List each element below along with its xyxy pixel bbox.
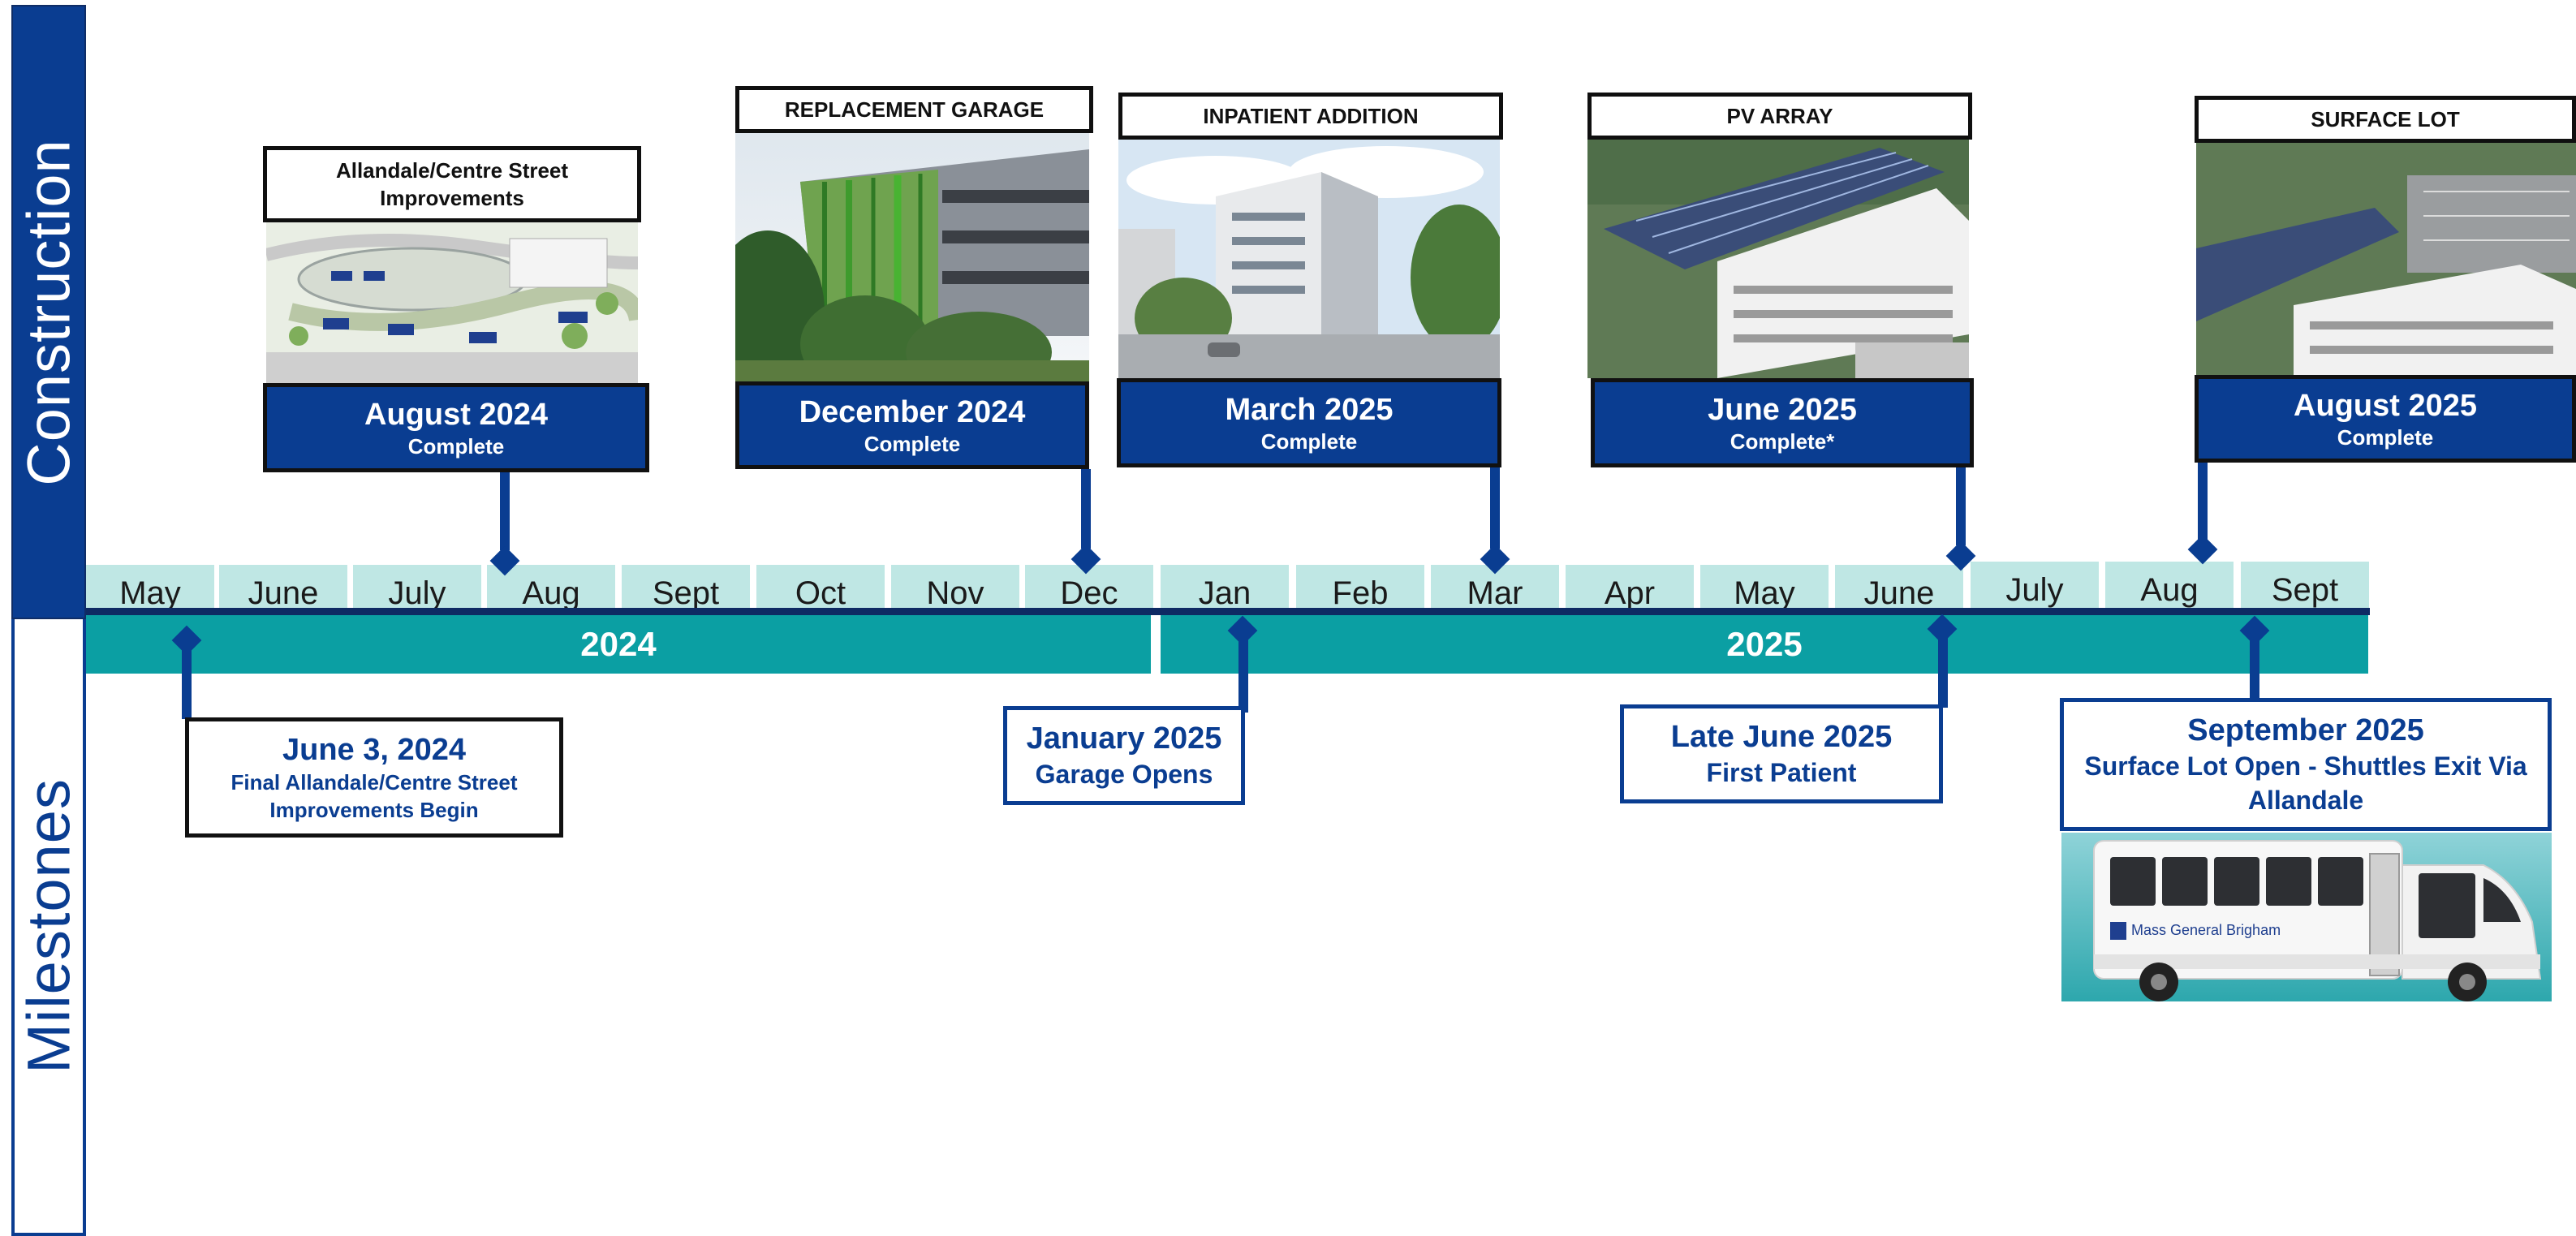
- milestone-connector: [2250, 631, 2259, 701]
- milestone-description: First Patient: [1706, 758, 1857, 787]
- bus-logo-text: Mass General Brigham: [2131, 922, 2281, 938]
- card-connector: [1956, 467, 1966, 545]
- inpatient-rendering-image: [1118, 140, 1500, 378]
- card-date-text: August 2025: [2294, 389, 2477, 423]
- milestone-connector: [1238, 631, 1248, 713]
- hospital-building-icon: [1118, 140, 1500, 378]
- milestone-connector: [1938, 630, 1948, 708]
- solar-panel-icon: [1587, 140, 1969, 378]
- month-cell: Nov: [891, 565, 1019, 614]
- month-cell: Jan: [1161, 565, 1289, 614]
- parking-lot-icon: [2196, 143, 2576, 375]
- milestone-january-2025: January 2025 Garage Opens: [1003, 706, 1245, 805]
- card-status-text: Complete: [1260, 429, 1358, 454]
- milestone-date: September 2025: [2187, 713, 2424, 747]
- month-cell: May: [86, 565, 214, 614]
- construction-section-bar: Construction: [11, 5, 86, 619]
- month-cell: July: [1971, 562, 2099, 614]
- month-cell: May: [1700, 565, 1829, 614]
- garage-rendering-image: [735, 133, 1089, 381]
- card-title-allandale: Allandale/Centre Street Improvements: [263, 146, 641, 222]
- diamond-marker-icon: [2187, 534, 2218, 565]
- month-cell: June: [1835, 565, 1963, 614]
- month-cell: Aug: [487, 565, 615, 614]
- milestone-september-2025: September 2025 Surface Lot Open - Shuttl…: [2060, 698, 2552, 831]
- card-date-replacement-garage: December 2024 Complete: [735, 381, 1089, 469]
- month-cell: Mar: [1431, 565, 1559, 614]
- card-connector: [2198, 463, 2208, 540]
- card-status-text: Complete*: [1730, 429, 1835, 454]
- milestone-description: Surface Lot Open - Shuttles Exit Via All…: [2084, 752, 2527, 815]
- month-cell: Sept: [622, 565, 750, 614]
- construction-label: Construction: [15, 138, 83, 486]
- month-cell: June: [219, 565, 347, 614]
- site-map-image: [266, 222, 638, 383]
- month-cell: Feb: [1296, 565, 1424, 614]
- card-date-text: December 2024: [799, 395, 1026, 429]
- month-cell: July: [353, 565, 481, 614]
- card-title-inpatient-addition: INPATIENT ADDITION: [1118, 93, 1503, 140]
- card-title-replacement-garage: REPLACEMENT GARAGE: [735, 86, 1093, 133]
- month-cell: Apr: [1566, 565, 1694, 614]
- year-bar-2024: 2024: [86, 615, 1151, 674]
- milestone-date: January 2025: [1026, 721, 1222, 756]
- milestone-late-june-2025: Late June 2025 First Patient: [1620, 704, 1943, 803]
- card-date-inpatient-addition: March 2025 Complete: [1117, 378, 1501, 467]
- card-status-text: Complete: [407, 434, 505, 459]
- pv-array-rendering-image: [1587, 140, 1969, 378]
- milestone-date: Late June 2025: [1670, 720, 1893, 754]
- milestone-description: Garage Opens: [1035, 760, 1213, 789]
- shuttle-bus-icon: [2061, 833, 2552, 1001]
- card-status-text: Complete: [2337, 425, 2434, 450]
- card-connector: [500, 472, 510, 550]
- milestone-connector: [182, 641, 192, 719]
- card-connector: [1081, 469, 1091, 549]
- garage-building-icon: [735, 133, 1089, 381]
- year-bar-2025: 2025: [1161, 615, 2368, 674]
- month-cell: Oct: [756, 565, 885, 614]
- card-title-pv-array: PV ARRAY: [1587, 93, 1972, 140]
- milestone-june-2024: June 3, 2024 Final Allandale/Centre Stre…: [185, 717, 563, 838]
- card-connector: [1490, 467, 1500, 549]
- milestone-description: Final Allandale/Centre Street Improvemen…: [230, 770, 518, 822]
- month-cell: Aug: [2105, 562, 2234, 614]
- month-cell: Dec: [1025, 565, 1153, 614]
- surface-lot-rendering-image: [2196, 143, 2576, 375]
- card-title-surface-lot: SURFACE LOT: [2195, 96, 2576, 143]
- timeline-axis-line: [86, 608, 2370, 615]
- card-date-text: August 2024: [364, 398, 548, 432]
- card-date-allandale: August 2024 Complete: [263, 383, 649, 472]
- milestone-date: June 3, 2024: [282, 733, 467, 767]
- card-status-text: Complete: [864, 432, 961, 456]
- card-date-text: June 2025: [1708, 393, 1857, 427]
- milestones-label: Milestones: [15, 778, 83, 1074]
- milestones-section-bar: Milestones: [11, 619, 86, 1236]
- month-cell: Sept: [2241, 562, 2369, 614]
- card-date-pv-array: June 2025 Complete*: [1591, 378, 1974, 467]
- shuttle-bus-image: Mass General Brigham: [2061, 833, 2552, 1001]
- card-date-surface-lot: August 2025 Complete: [2195, 375, 2576, 463]
- site-map-icon: [266, 222, 638, 383]
- card-date-text: March 2025: [1225, 393, 1394, 427]
